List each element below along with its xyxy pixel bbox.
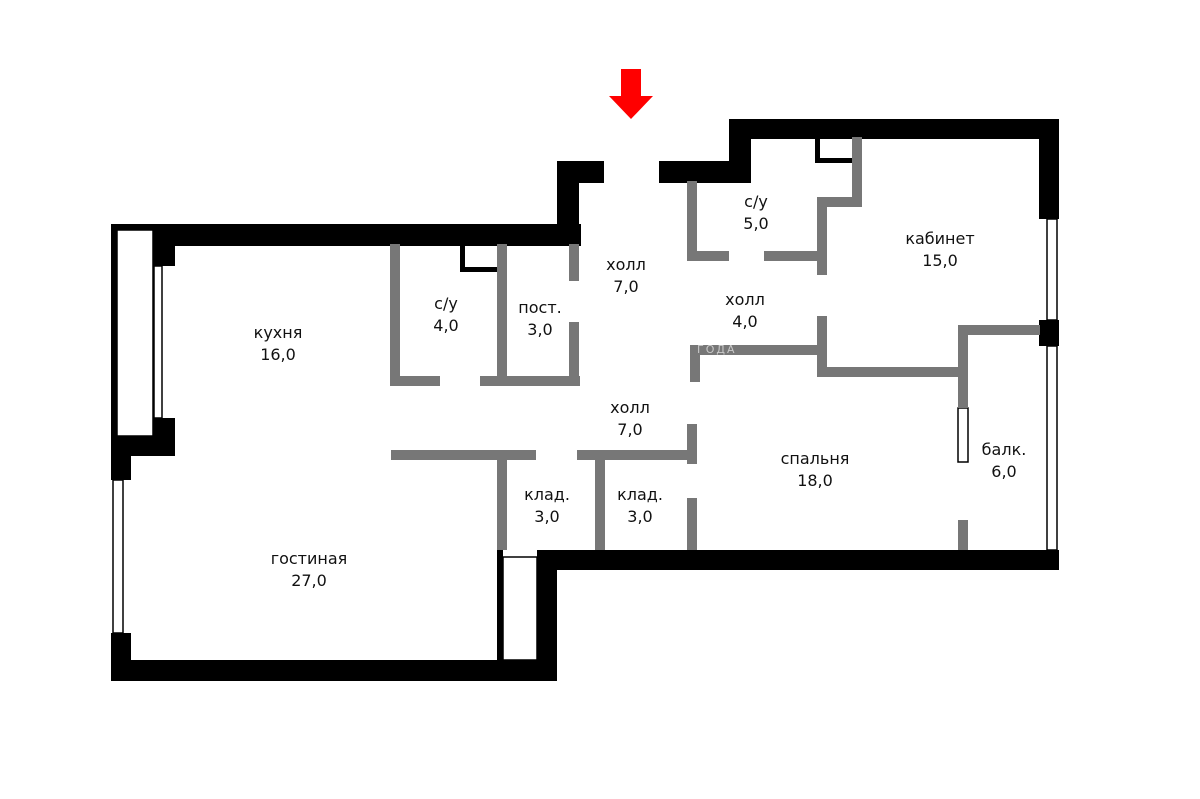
room-area: 4,0 <box>433 316 458 335</box>
room-balcony: балк. 6,0 <box>982 440 1027 481</box>
arrow-down-icon <box>609 69 653 119</box>
inner-wall <box>595 450 605 550</box>
room-living: гостиная 27,0 <box>271 549 348 590</box>
room-labels: кухня 16,0 гостиная 27,0 с/у 4,0 пост. 3,0 холл 7… <box>254 192 1027 590</box>
inner-wall <box>687 498 697 550</box>
arrow-down-icon <box>609 69 653 119</box>
room-storage1: клад. 3,0 <box>524 485 570 526</box>
room-kitchen: кухня 16,0 <box>254 323 303 364</box>
room-name: клад. <box>617 485 663 504</box>
inner-wall <box>687 424 697 464</box>
inner-wall <box>569 322 579 386</box>
inner-wall <box>687 251 729 261</box>
outer-wall <box>111 224 581 246</box>
room-area: 6,0 <box>991 462 1016 481</box>
room-name: с/у <box>434 294 458 313</box>
outer-wall <box>111 224 117 439</box>
inner-wall <box>687 181 697 261</box>
room-name: спальня <box>781 449 850 468</box>
room-area: 27,0 <box>291 571 327 590</box>
room-name: холл <box>725 290 765 309</box>
inner-wall <box>690 345 827 355</box>
window <box>957 407 969 463</box>
inner-wall <box>497 244 507 386</box>
room-area: 5,0 <box>743 214 768 233</box>
room-area: 3,0 <box>527 320 552 339</box>
inner-wall <box>817 316 827 377</box>
room-hall3: холл 7,0 <box>610 398 650 439</box>
room-area: 3,0 <box>534 507 559 526</box>
inner-wall <box>817 197 862 207</box>
inner-wall <box>497 450 507 550</box>
inner-wall <box>390 376 440 386</box>
room-hall1: холл 7,0 <box>606 255 646 296</box>
window <box>502 556 538 661</box>
windows <box>112 218 1058 661</box>
room-area: 7,0 <box>613 277 638 296</box>
outer-wall <box>1039 320 1059 346</box>
window <box>116 229 154 437</box>
room-name: клад. <box>524 485 570 504</box>
inner-wall <box>391 450 536 460</box>
inner-wall <box>817 197 827 275</box>
inner-wall <box>480 376 580 386</box>
inner-wall <box>958 520 968 550</box>
outer-wall <box>460 267 500 272</box>
inner-walls <box>390 137 1040 550</box>
outer-wall <box>815 158 855 163</box>
room-name: с/у <box>744 192 768 211</box>
watermark: ГОДА <box>697 343 737 356</box>
outer-wall <box>815 137 820 163</box>
outer-wall <box>659 161 751 183</box>
room-area: 7,0 <box>617 420 642 439</box>
window <box>1046 345 1058 551</box>
outer-wall <box>497 550 503 661</box>
room-study: кабинет 15,0 <box>905 229 974 270</box>
room-name: холл <box>606 255 646 274</box>
room-hall2: холл 4,0 <box>725 290 765 331</box>
inner-wall <box>577 450 697 460</box>
outer-wall <box>537 550 1059 570</box>
inner-wall <box>817 367 967 377</box>
outer-wall <box>729 119 1059 139</box>
window <box>112 479 124 634</box>
room-bath2: с/у 5,0 <box>743 192 768 233</box>
window <box>153 265 163 419</box>
inner-wall <box>852 137 862 207</box>
window <box>1046 218 1058 321</box>
room-area: 4,0 <box>732 312 757 331</box>
room-bedroom: спальня 18,0 <box>781 449 850 490</box>
inner-wall <box>958 325 1040 335</box>
room-area: 16,0 <box>260 345 296 364</box>
room-name: пост. <box>518 298 561 317</box>
inner-wall <box>690 345 700 382</box>
outer-wall <box>111 436 131 480</box>
inner-wall <box>764 251 824 261</box>
outer-walls <box>111 119 1059 681</box>
outer-wall <box>153 224 175 266</box>
room-name: холл <box>610 398 650 417</box>
inner-wall <box>390 244 400 386</box>
room-name: кухня <box>254 323 303 342</box>
room-area: 15,0 <box>922 251 958 270</box>
room-name: гостиная <box>271 549 348 568</box>
outer-wall <box>537 550 557 681</box>
outer-wall <box>557 161 604 183</box>
inner-wall <box>958 325 968 408</box>
room-area: 3,0 <box>627 507 652 526</box>
room-name: балк. <box>982 440 1027 459</box>
outer-wall <box>111 633 131 681</box>
room-bath1: с/у 4,0 <box>433 294 458 335</box>
room-pantry: пост. 3,0 <box>518 298 561 339</box>
inner-wall <box>569 244 579 281</box>
room-name: кабинет <box>905 229 974 248</box>
room-area: 18,0 <box>797 471 833 490</box>
room-storage2: клад. 3,0 <box>617 485 663 526</box>
outer-wall <box>460 244 465 272</box>
outer-wall <box>111 660 557 681</box>
outer-wall <box>1039 119 1059 219</box>
